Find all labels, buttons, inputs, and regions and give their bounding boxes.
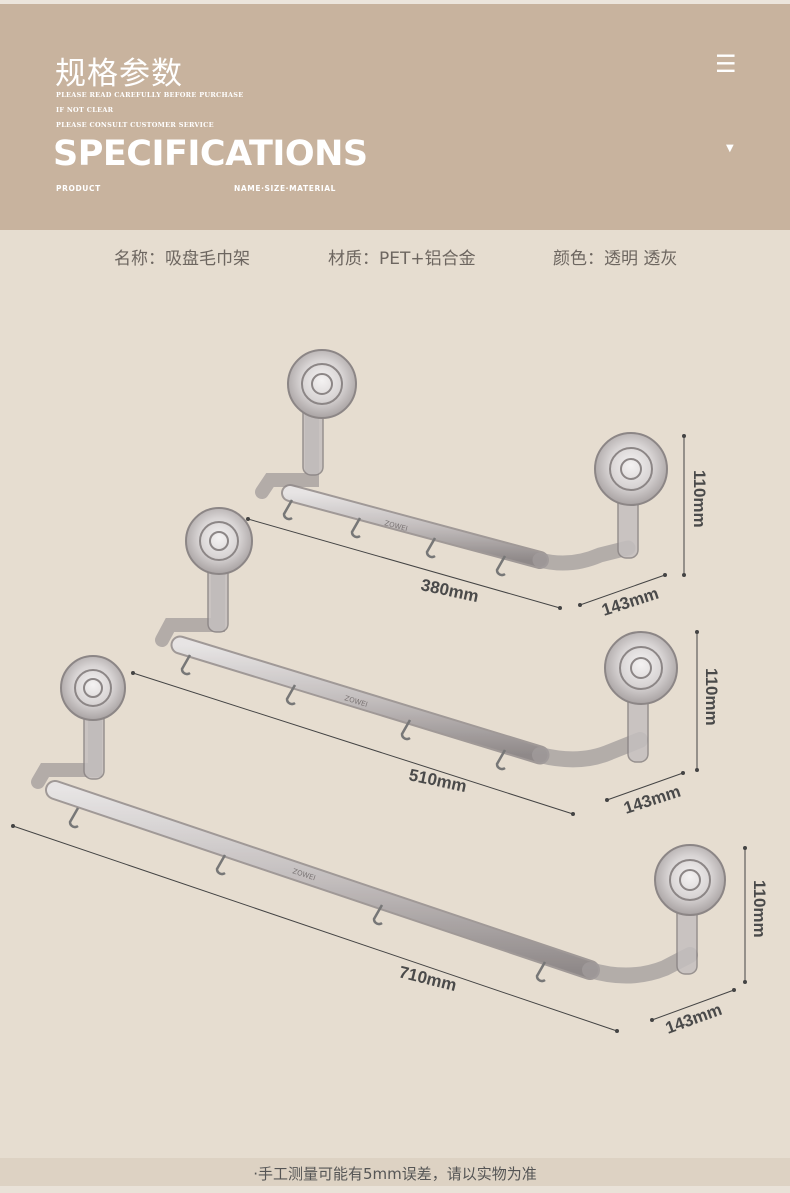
depth-label-380: 143mm [599, 584, 661, 620]
height-label-380: 110mm [690, 470, 709, 528]
name-size-material-label: NAME·SIZE·MATERIAL [234, 184, 336, 193]
footer-note: ·手工测量可能有5mm误差，请以实物为准 [253, 1165, 537, 1183]
footer-bar [0, 1158, 790, 1186]
rack-510: ZOWEI 510mm 143mm 110mm [131, 507, 721, 818]
length-label-710: 710mm [397, 962, 458, 995]
product-label: PRODUCT [56, 184, 101, 193]
note-line-2: IF NOT CLEAR [56, 106, 114, 114]
length-label-510: 510mm [407, 765, 468, 796]
depth-label-710: 143mm [663, 1000, 725, 1038]
spec-name: 名称：吸盘毛巾架 [114, 249, 250, 269]
header-banner: 规格参数 PLEASE READ CAREFULLY BEFORE PURCHA… [0, 4, 790, 230]
dropdown-arrow-icon[interactable]: ▼ [726, 143, 734, 154]
menu-icon[interactable]: ☰ [715, 50, 737, 78]
note-line-1: PLEASE READ CAREFULLY BEFORE PURCHASE [56, 91, 244, 99]
height-label-710: 110mm [750, 880, 769, 938]
depth-label-510: 143mm [621, 782, 683, 818]
top-border [0, 0, 790, 4]
rack-710: ZOWEI 710mm 143mm 110mm [11, 655, 769, 1038]
page-title-en: SPECIFICATIONS [53, 134, 368, 174]
spec-material: 材质：PET+铝合金 [328, 249, 476, 269]
height-label-510: 110mm [702, 668, 721, 726]
bottom-border [0, 1186, 790, 1193]
page-title-cn: 规格参数 [55, 56, 183, 92]
rack-380: ZOWEI 380mm 143mm 110mm [246, 349, 709, 620]
spec-color: 颜色：透明 透灰 [553, 249, 678, 269]
note-line-3: PLEASE CONSULT CUSTOMER SERVICE [56, 121, 214, 129]
length-label-380: 380mm [419, 575, 480, 606]
